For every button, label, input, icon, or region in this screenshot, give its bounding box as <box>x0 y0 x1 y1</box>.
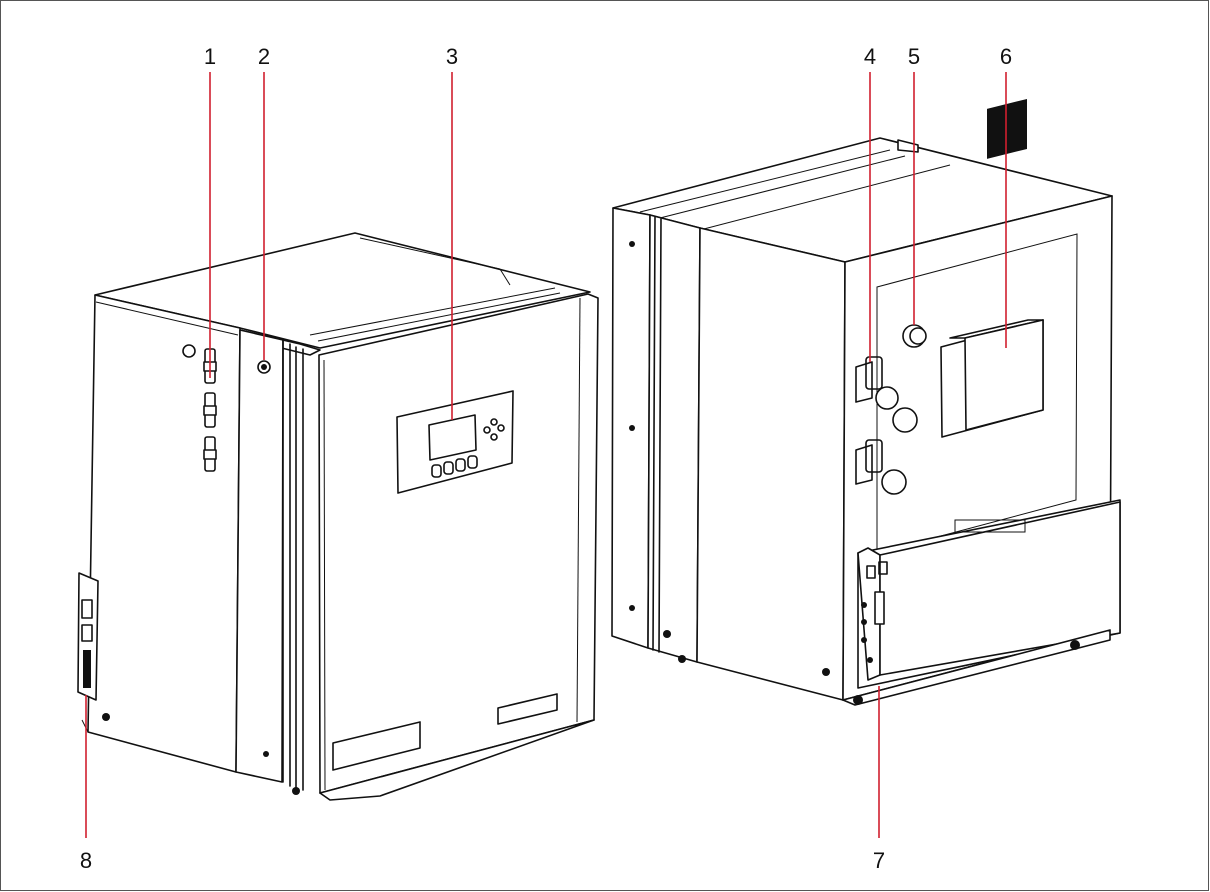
fan-housing <box>940 98 1044 438</box>
side-screw-icon <box>102 713 110 721</box>
front-view-unit <box>77 232 599 801</box>
callout-number-2: 2 <box>258 44 270 69</box>
side-port-icon <box>182 344 196 358</box>
lower-vent-left <box>332 721 421 771</box>
leader-lines <box>85 72 1007 838</box>
vent-slots <box>954 519 1026 533</box>
callout-number-4: 4 <box>864 44 876 69</box>
callout-number-8: 8 <box>80 848 92 873</box>
side-connector-block <box>77 572 99 701</box>
nav-key-left-icon <box>483 426 491 434</box>
front-unit-side-panel <box>87 294 241 773</box>
rear-view-unit <box>611 98 1121 706</box>
callout-number-3: 3 <box>446 44 458 69</box>
front-door <box>318 293 599 794</box>
callout-number-1: 1 <box>204 44 216 69</box>
callout-number-6: 6 <box>1000 44 1012 69</box>
nav-key-right-icon <box>497 424 505 432</box>
nav-key-up-icon <box>490 418 498 426</box>
fan-grille-icon <box>987 98 1027 159</box>
valve-assembly <box>855 356 918 495</box>
callout-labels: 1 2 3 4 5 6 7 8 <box>80 44 1012 873</box>
nav-key-down-icon <box>490 433 498 441</box>
hinge-strip <box>235 329 284 783</box>
display-screen <box>428 414 477 461</box>
electronics-box <box>678 499 1121 706</box>
control-panel <box>396 390 514 494</box>
callout-number-5: 5 <box>908 44 920 69</box>
callout-number-7: 7 <box>873 848 885 873</box>
lower-vent-right <box>497 693 558 725</box>
